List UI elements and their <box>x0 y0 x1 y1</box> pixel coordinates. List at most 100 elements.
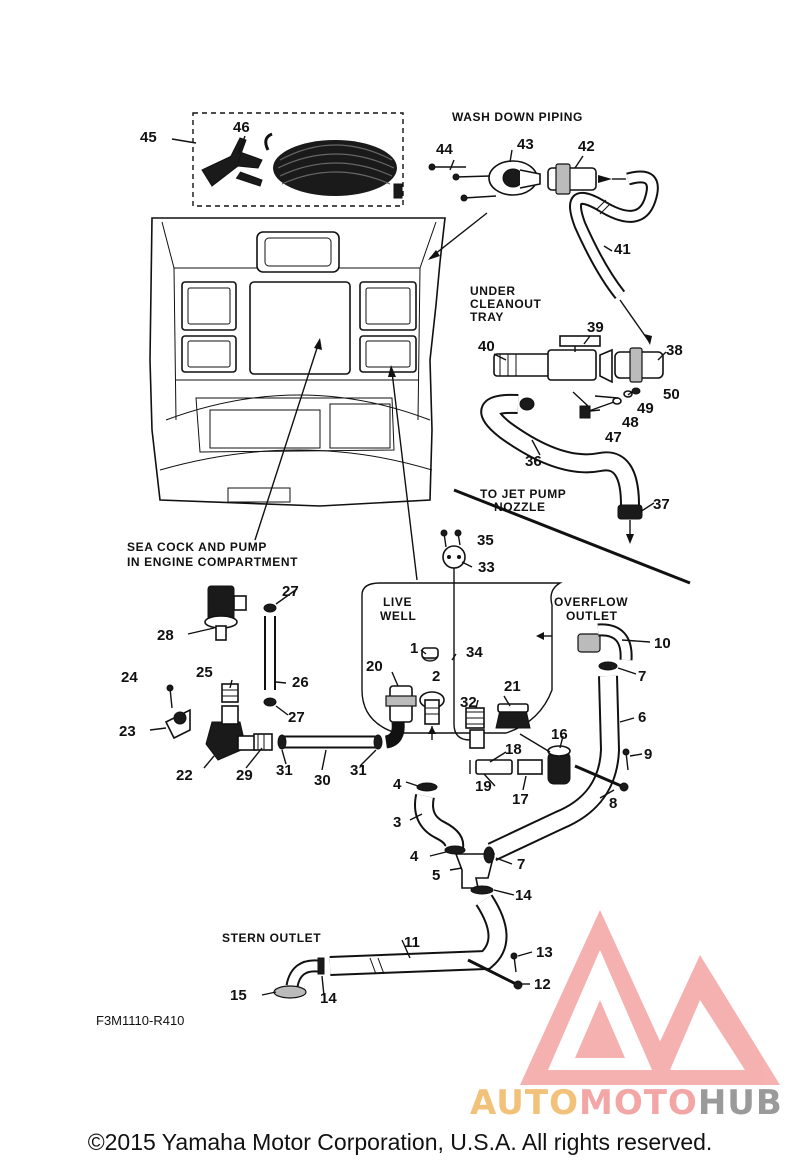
part-number: 7 <box>517 856 525 873</box>
part-number: 20 <box>366 658 383 675</box>
part-number: 24 <box>121 669 138 686</box>
part-number: 26 <box>292 674 309 691</box>
copyright-notice: ©2015 Yamaha Motor Corporation, U.S.A. A… <box>87 1129 713 1155</box>
part-number: 6 <box>638 709 646 726</box>
elbow-10 <box>577 623 633 661</box>
part-number: 27 <box>282 583 299 600</box>
hose-fitting-40 <box>493 353 551 377</box>
fitting-29 <box>253 733 273 751</box>
part-number: 4 <box>410 848 419 865</box>
quick-connector-42 <box>547 163 626 195</box>
part-number: 37 <box>653 496 670 513</box>
ball-valve-39 <box>547 335 613 384</box>
part-number: 23 <box>119 723 136 740</box>
clamp-27-bottom <box>263 697 277 707</box>
part-number: 35 <box>477 532 494 549</box>
drain-2 <box>419 691 445 740</box>
part-number: 43 <box>517 136 534 153</box>
part-number: 30 <box>314 772 331 789</box>
bracket-23 <box>164 708 191 740</box>
part-number: 15 <box>230 987 247 1004</box>
part-number: 7 <box>638 668 646 685</box>
valve-20 <box>384 685 417 749</box>
watermark-moto: MOTO <box>578 1083 698 1123</box>
part-number: 47 <box>605 429 622 446</box>
part-number: 34 <box>466 644 483 661</box>
sea-cock-28 <box>204 585 247 641</box>
heading-nozzle: NOZZLE <box>494 500 546 514</box>
watermark-text: AUTOMOTOHUB <box>470 1083 783 1123</box>
part-number: 22 <box>176 767 193 784</box>
part-number: 10 <box>654 635 671 652</box>
part-number: 42 <box>578 138 595 155</box>
part-number: 1 <box>410 640 418 657</box>
heading-sea-cock: SEA COCK AND PUMP <box>127 540 267 554</box>
screws-44 <box>428 163 497 202</box>
cap-1 <box>421 647 439 662</box>
part-number: 27 <box>288 709 305 726</box>
part-number: 49 <box>637 400 654 417</box>
heading-wash-down-piping: WASH DOWN PIPING <box>452 110 583 124</box>
coiled-hose-icon <box>264 132 403 199</box>
heading-engine-compartment: IN ENGINE COMPARTMENT <box>127 555 298 569</box>
heading-cleanout-line2: CLEANOUT <box>470 297 542 311</box>
watermark-logo <box>520 910 780 1085</box>
heading-stern-outlet: STERN OUTLET <box>222 931 321 945</box>
quick-connector-38 <box>614 347 664 383</box>
watermark-hub: HUB <box>697 1083 783 1123</box>
part-number: 44 <box>436 141 453 158</box>
part-number: 14 <box>320 990 337 1007</box>
elbow-15 <box>273 959 319 999</box>
part-number: 25 <box>196 664 213 681</box>
part-number: 40 <box>478 338 495 355</box>
part-number: 33 <box>478 559 495 576</box>
fittings-17-19 <box>469 759 543 775</box>
heading-outlet: OUTLET <box>566 609 618 623</box>
drawing-code: F3M1110-R410 <box>96 1013 184 1028</box>
part-number: 18 <box>505 741 522 758</box>
part-number: 29 <box>236 767 253 784</box>
leader-lines <box>149 149 667 997</box>
part-number: 19 <box>475 778 492 795</box>
part-number: 45 <box>140 129 157 146</box>
watermark-auto: AUTO <box>470 1083 579 1123</box>
heading-to-jet-pump: TO JET PUMP <box>480 487 566 501</box>
part-number: 38 <box>666 342 683 359</box>
heading-tray-line3: TRAY <box>470 310 504 324</box>
part-number: 16 <box>551 726 568 743</box>
part-number: 39 <box>587 319 604 336</box>
strap-12 <box>467 958 523 990</box>
boat-hull <box>149 217 446 507</box>
heading-overflow: OVERFLOW <box>554 595 628 609</box>
part-number: 31 <box>276 762 293 779</box>
heading-under-line1: UNDER <box>470 284 516 298</box>
part-number: 50 <box>663 386 680 403</box>
part-number: 32 <box>460 694 477 711</box>
part-number: 36 <box>525 453 542 470</box>
part-number: 5 <box>432 867 440 884</box>
wash-down-fitting-43 <box>488 160 541 196</box>
screws-35 <box>440 529 462 548</box>
part-number: 21 <box>504 678 521 695</box>
part-number: 46 <box>233 119 250 136</box>
part-number: 48 <box>622 414 639 431</box>
part-number: 4 <box>393 776 402 793</box>
live-well-outline <box>361 582 563 734</box>
fitting-33 <box>442 545 478 741</box>
heading-well: WELL <box>380 609 416 623</box>
part-number: 8 <box>609 795 617 812</box>
part-number: 3 <box>393 814 401 831</box>
clamp-27-top <box>263 603 277 613</box>
pump-22 <box>205 705 257 761</box>
wash-down-kit-box <box>192 112 404 207</box>
part-number: 11 <box>404 934 420 951</box>
part-number: 41 <box>614 241 631 258</box>
part-number: 17 <box>512 791 529 808</box>
spray-nozzle-icon <box>201 137 263 187</box>
pump-16 <box>547 745 571 785</box>
heading-live: LIVE <box>383 595 412 609</box>
part-number: 31 <box>350 762 367 779</box>
cap-21 <box>495 703 531 729</box>
part-number: 9 <box>644 746 652 763</box>
